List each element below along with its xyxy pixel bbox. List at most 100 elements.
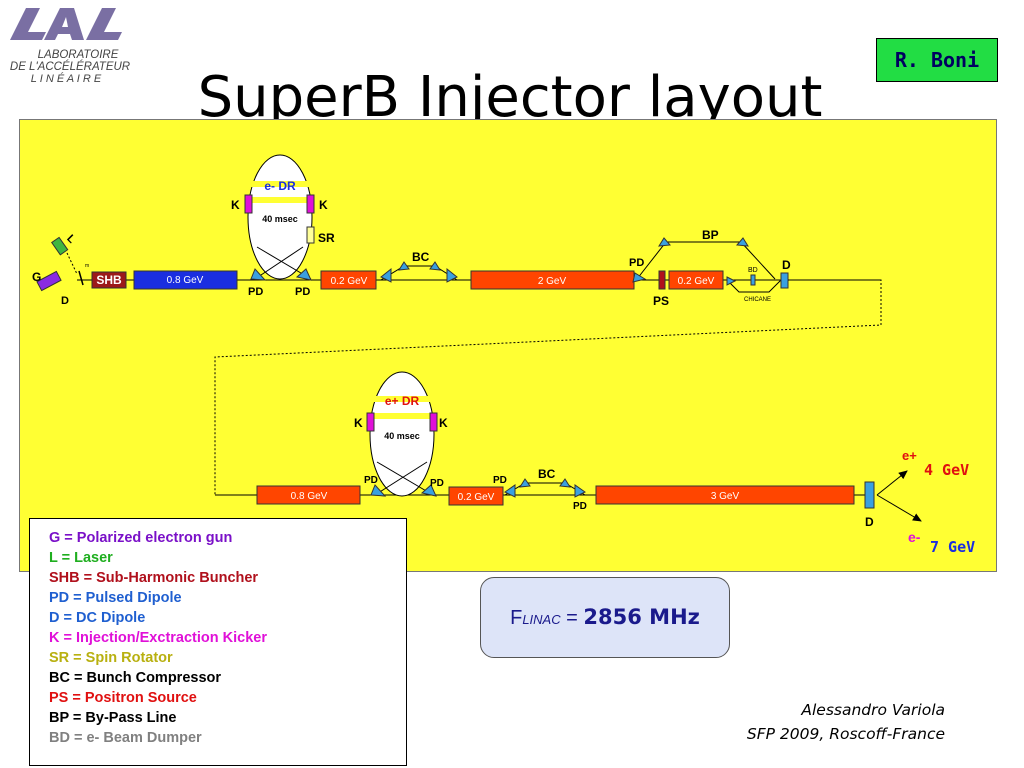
ring-extract-line-bottom	[374, 461, 428, 496]
linac-08-block	[133, 270, 238, 290]
legend-item-bp: BP = By-Pass Line	[49, 710, 177, 726]
kicker-left-bottom-icon	[366, 412, 375, 432]
laser-icon	[51, 236, 69, 256]
bc-magnet-2-icon	[398, 261, 410, 271]
pulsed-dipole-2-icon	[295, 268, 312, 281]
linac-02-label-bottom: 0.2 GeV	[458, 492, 495, 503]
bc-bottom-magnet-1-icon	[504, 484, 516, 498]
gun-icon	[36, 270, 62, 292]
ring-inject-line-bottom	[376, 461, 434, 496]
linac-02-block-2	[668, 270, 724, 290]
ring-band-3	[370, 396, 434, 402]
lal-logo: LABORATOIRE DE L'ACCÉLÉRATEUR L I N É A …	[10, 8, 130, 85]
legend-item-bd: BD = e- Beam Dumper	[49, 730, 202, 746]
ring-extract-line	[254, 246, 304, 280]
laser-path	[66, 252, 78, 275]
transfer-line	[214, 279, 882, 495]
linac-02-label-1: 0.2 GeV	[331, 276, 368, 287]
legend-item-shb: SHB = Sub-Harmonic Buncher	[49, 570, 259, 586]
legend-box: G = Polarized electron gun L = Laser SHB…	[29, 518, 407, 766]
credit-event: SFP 2009, Roscoff-France	[746, 725, 945, 743]
linac-3gev-block	[595, 485, 855, 505]
slide-title: SuperB Injector layout	[197, 65, 823, 120]
legend-item-bc: BC = Bunch Compressor	[49, 670, 222, 686]
kicker-right-bottom-label: K	[439, 416, 448, 430]
pd-label-4: PD	[364, 475, 378, 486]
pd-label-6: PD	[493, 475, 507, 486]
pd-label-3: PD	[629, 257, 644, 269]
bc-bottom-magnet-2-icon	[519, 478, 531, 488]
credit: Alessandro Variola SFP 2009, Roscoff-Fra…	[600, 698, 945, 746]
positron-output-arrow	[876, 470, 908, 496]
kicker-left-bottom-label: K	[354, 416, 363, 430]
shb-block	[91, 271, 127, 289]
frequency-value: 2856 MHz	[583, 605, 700, 629]
dipole-left-label: D	[61, 295, 69, 307]
pulsed-dipole-1-icon	[250, 268, 267, 281]
ring-band-4	[370, 413, 434, 419]
bc-label-bottom: BC	[538, 467, 556, 481]
bc-magnet-4-icon	[446, 267, 458, 283]
electron-ring-time: 40 msec	[262, 214, 298, 224]
bunch-compressor-line-bottom	[504, 482, 586, 496]
linac-02-label-2: 0.2 GeV	[678, 276, 715, 287]
bp-magnet-3-icon	[735, 237, 749, 247]
pd-label-5: PD	[430, 478, 444, 489]
d-label-top: D	[782, 258, 791, 272]
linac-08-label: 0.8 GeV	[167, 275, 204, 286]
bc-magnet-1-icon	[380, 267, 392, 283]
spin-rotator-icon	[306, 226, 315, 244]
bp-label: BP	[702, 228, 719, 242]
pd-label-1: PD	[248, 286, 263, 298]
legend-item-k: K = Injection/Exctraction Kicker	[49, 630, 267, 646]
laser-label: L	[64, 233, 77, 246]
bc-bottom-magnet-3-icon	[559, 478, 571, 488]
pd-label-7: PD	[573, 501, 587, 512]
ps-label: PS	[653, 294, 669, 308]
beam-dumper-icon	[750, 274, 756, 286]
frequency-subscript: LINAC	[522, 612, 561, 627]
electron-output-label: e-	[908, 529, 921, 545]
d-label-bottom: D	[865, 515, 874, 529]
frequency-box: FLINAC = 2856 MHz	[480, 577, 730, 658]
frequency-prefix: F	[510, 607, 523, 629]
mirror-label: m	[85, 263, 89, 269]
kicker-right-icon	[306, 194, 315, 214]
pulsed-dipole-4-icon	[420, 484, 437, 497]
pulsed-dipole-3-icon	[370, 484, 387, 497]
bypass-line	[636, 241, 776, 280]
kicker-right-bottom-icon	[429, 412, 438, 432]
bd-label: BD	[748, 267, 758, 274]
positron-source-icon	[658, 270, 666, 290]
legend-item-d: D = DC Dipole	[49, 610, 146, 626]
dc-dipole-bottom-icon	[864, 481, 875, 509]
bp-magnet-1-icon	[632, 272, 647, 283]
positron-ring-time: 40 msec	[384, 431, 420, 441]
logo-line-1: LABORATOIRE	[38, 49, 119, 61]
legend-item-gun: G = Polarized electron gun	[49, 530, 233, 546]
legend-item-laser: L = Laser	[49, 550, 113, 566]
electron-output-arrow	[876, 494, 922, 522]
legend-item-ps: PS = Positron Source	[49, 690, 197, 706]
frequency-equals: =	[560, 607, 584, 629]
spin-rotator-label: SR	[318, 231, 335, 245]
ring-band	[248, 181, 312, 187]
ring-band-2	[248, 197, 312, 203]
credit-name: Alessandro Variola	[801, 701, 945, 719]
chicane-line	[726, 279, 782, 293]
pd-label-2: PD	[295, 286, 310, 298]
positron-output-label: e+	[902, 448, 917, 463]
kicker-left-icon	[244, 194, 253, 214]
electron-ring-name: e- DR	[264, 179, 296, 193]
shb-label: SHB	[96, 273, 122, 287]
linac-02-block-1	[320, 270, 377, 290]
bunch-compressor-line	[380, 265, 458, 281]
gun-label: G	[32, 270, 41, 284]
positron-ring-name: e+ DR	[385, 394, 420, 408]
linac-3gev-label: 3 GeV	[711, 491, 740, 502]
bp-magnet-2-icon	[658, 237, 672, 247]
linac-02-block-bottom	[448, 486, 504, 506]
logo-line-3: L I N É A I R E	[31, 72, 102, 85]
dc-dipole-top-icon	[780, 272, 789, 289]
chicane-magnet-1-icon	[726, 276, 737, 286]
